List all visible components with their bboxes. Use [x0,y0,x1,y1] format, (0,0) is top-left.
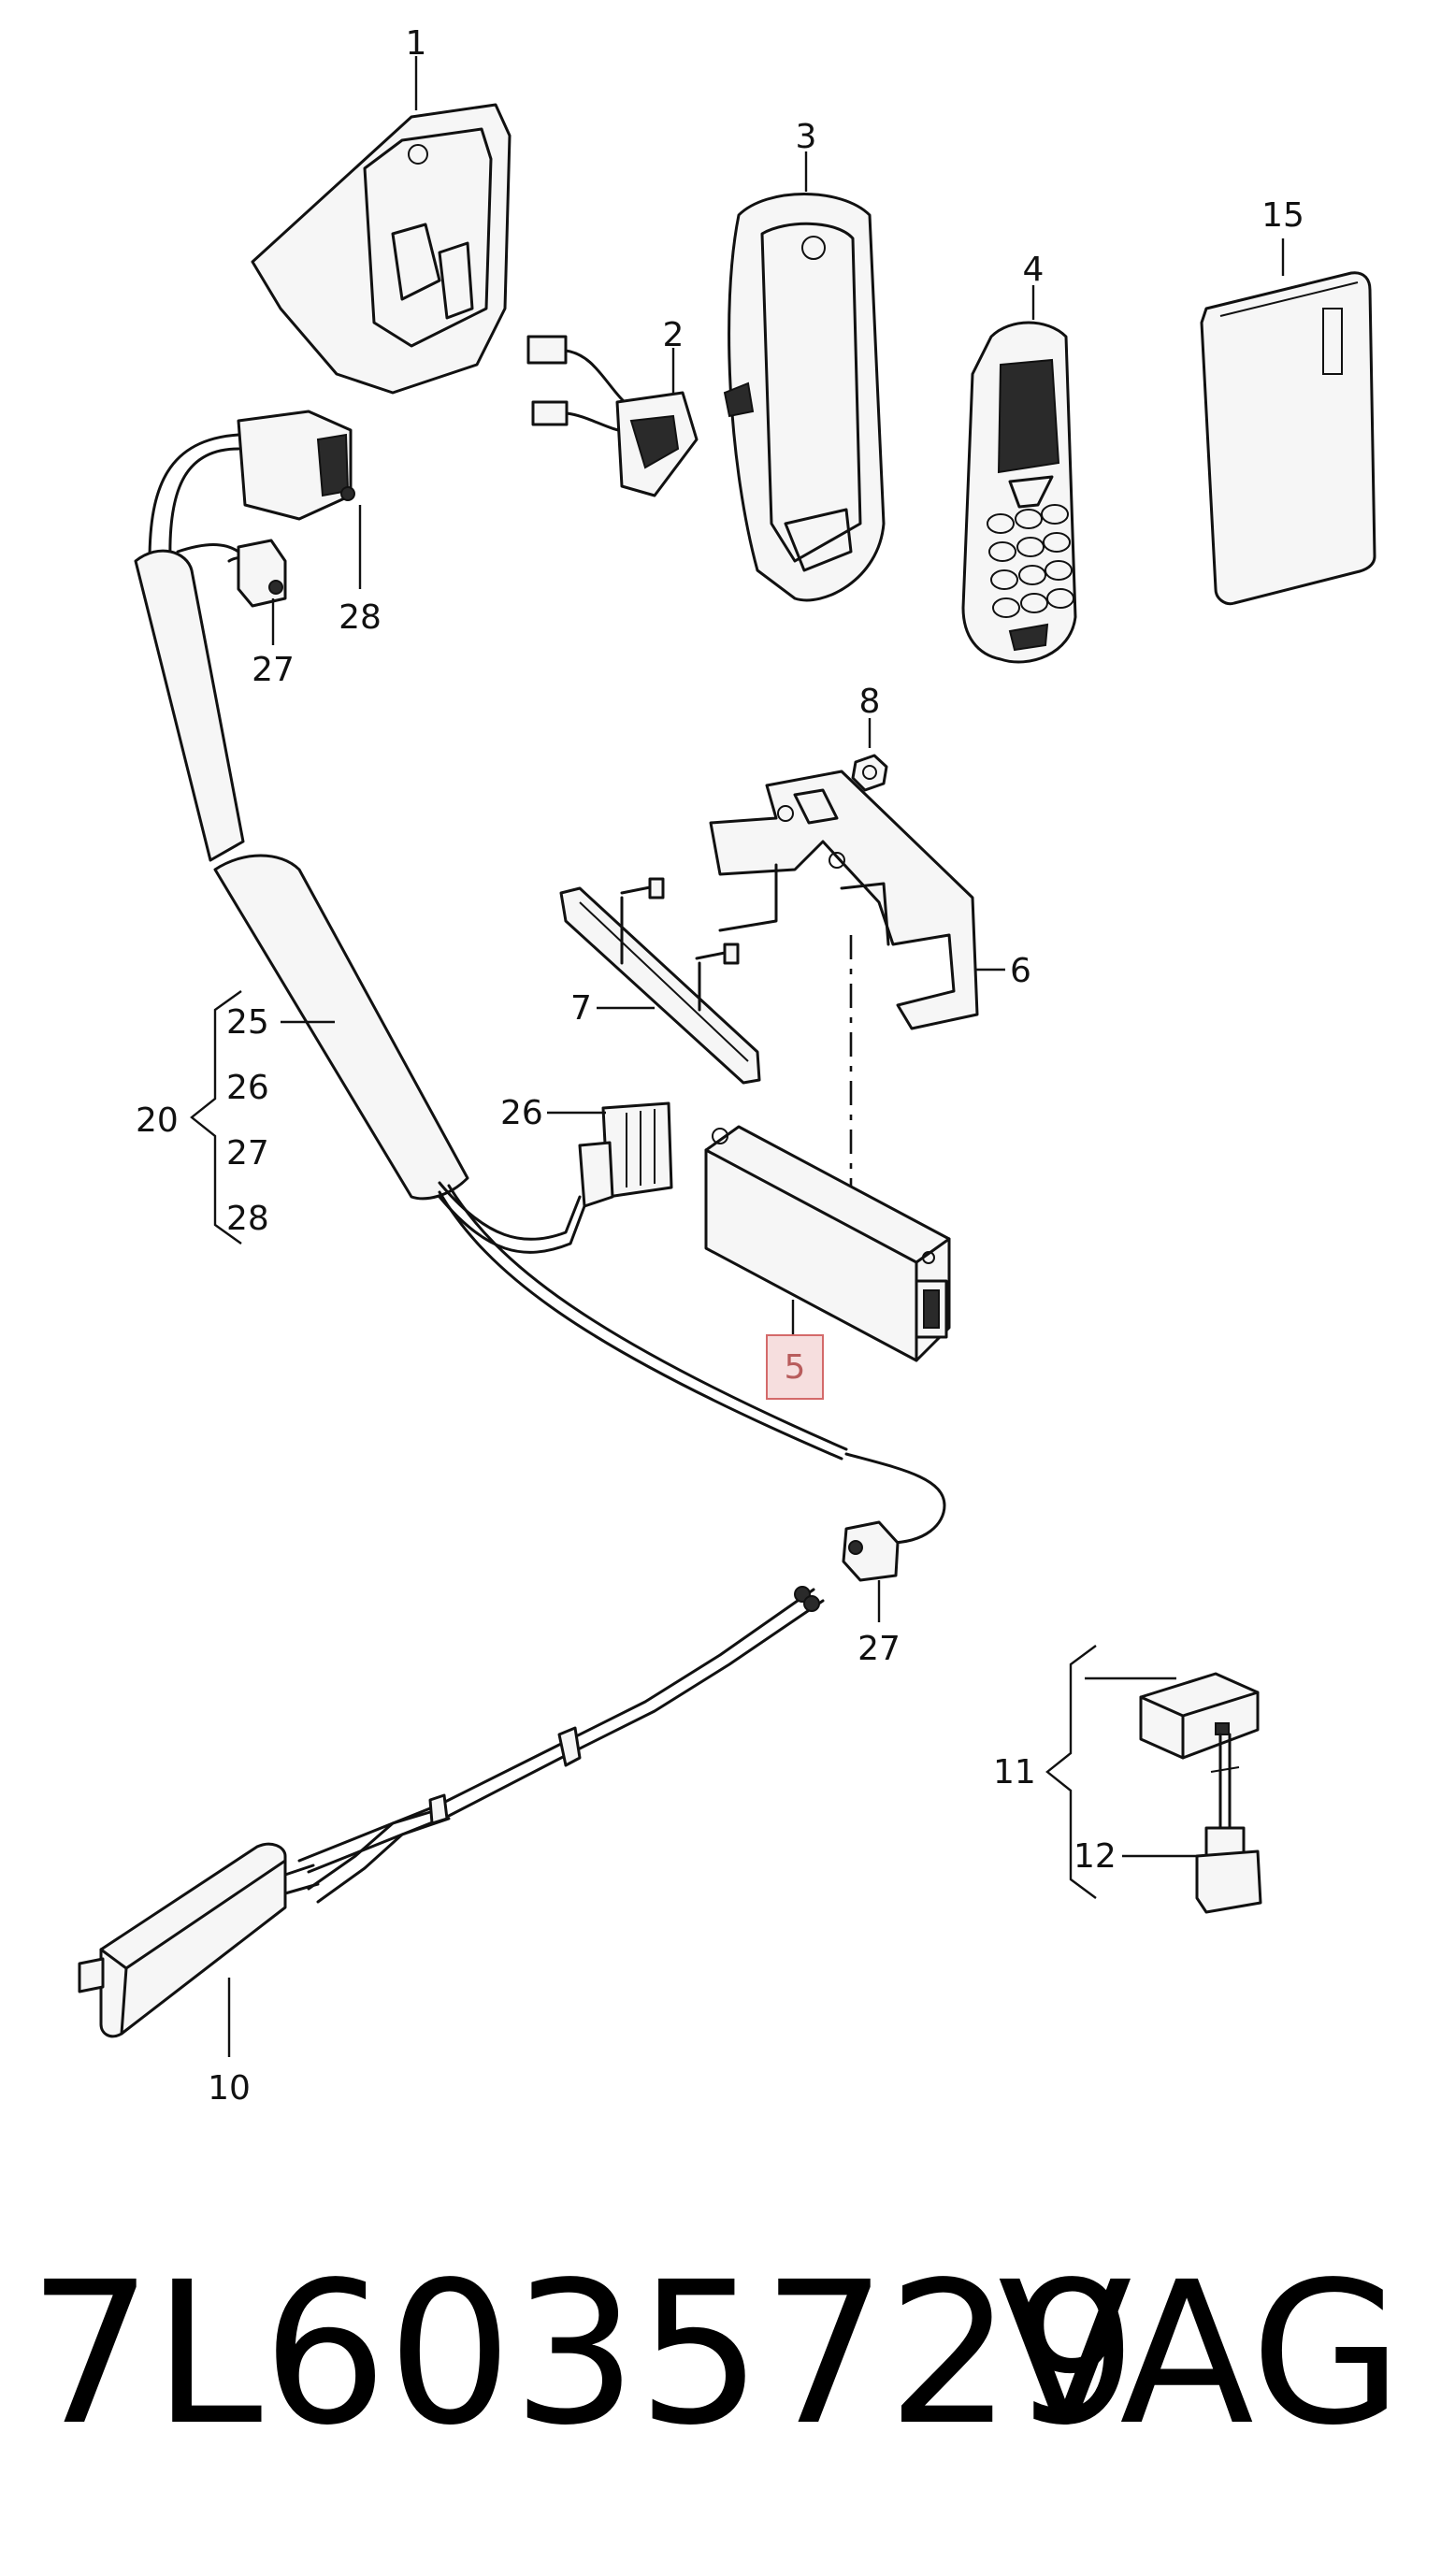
phone-cradle-part [723,193,886,602]
callout-8: 8 [859,683,881,721]
group-bracket-11 [1045,1645,1097,1899]
callout-10: 10 [208,2069,251,2108]
callout-7: 7 [570,989,592,1028]
callout-27-list: 27 [226,1134,269,1173]
group-bracket-20 [190,990,242,1245]
trim-strip-part [559,877,761,1085]
mobile-phone-part [961,321,1077,664]
callout-25: 25 [226,1003,269,1042]
control-module-part [704,1125,951,1362]
brand-name: VAG [998,2239,1403,2468]
fakra-connector-part [842,1520,900,1582]
callout-27-lower: 27 [857,1630,901,1668]
holder-bracket-part [251,103,512,395]
highlight-box [766,1334,824,1400]
callout-6: 6 [1010,952,1031,990]
wiring-harness-upper [134,410,946,1545]
callout-26-part: 26 [500,1094,543,1132]
highlighted-callout-5[interactable]: 5 [766,1334,824,1400]
antenna-module-part [78,1586,825,2038]
callout-5: 5 [785,1348,806,1387]
mounting-bracket-part [709,770,979,1030]
callout-27-upper: 27 [252,651,295,689]
callout-28: 28 [339,598,382,637]
callout-2: 2 [663,316,684,354]
callout-11: 11 [993,1753,1036,1792]
callout-28-list: 28 [226,1200,269,1238]
nut-part [851,754,888,792]
callout-15: 15 [1261,196,1304,235]
sensor-part [1139,1672,1260,1830]
multi-pin-connector-part [578,1101,673,1208]
adapter-connector-part [526,335,699,497]
callout-12: 12 [1074,1837,1117,1876]
instruction-card-part [1200,271,1376,606]
sensor-plug-part [1195,1826,1262,1914]
callout-4: 4 [1023,251,1045,289]
callout-26-list: 26 [226,1069,269,1107]
callout-3: 3 [796,118,817,156]
part-number: 7L6035729 [28,2239,1137,2468]
callout-1: 1 [406,24,427,63]
callout-20: 20 [136,1101,179,1140]
